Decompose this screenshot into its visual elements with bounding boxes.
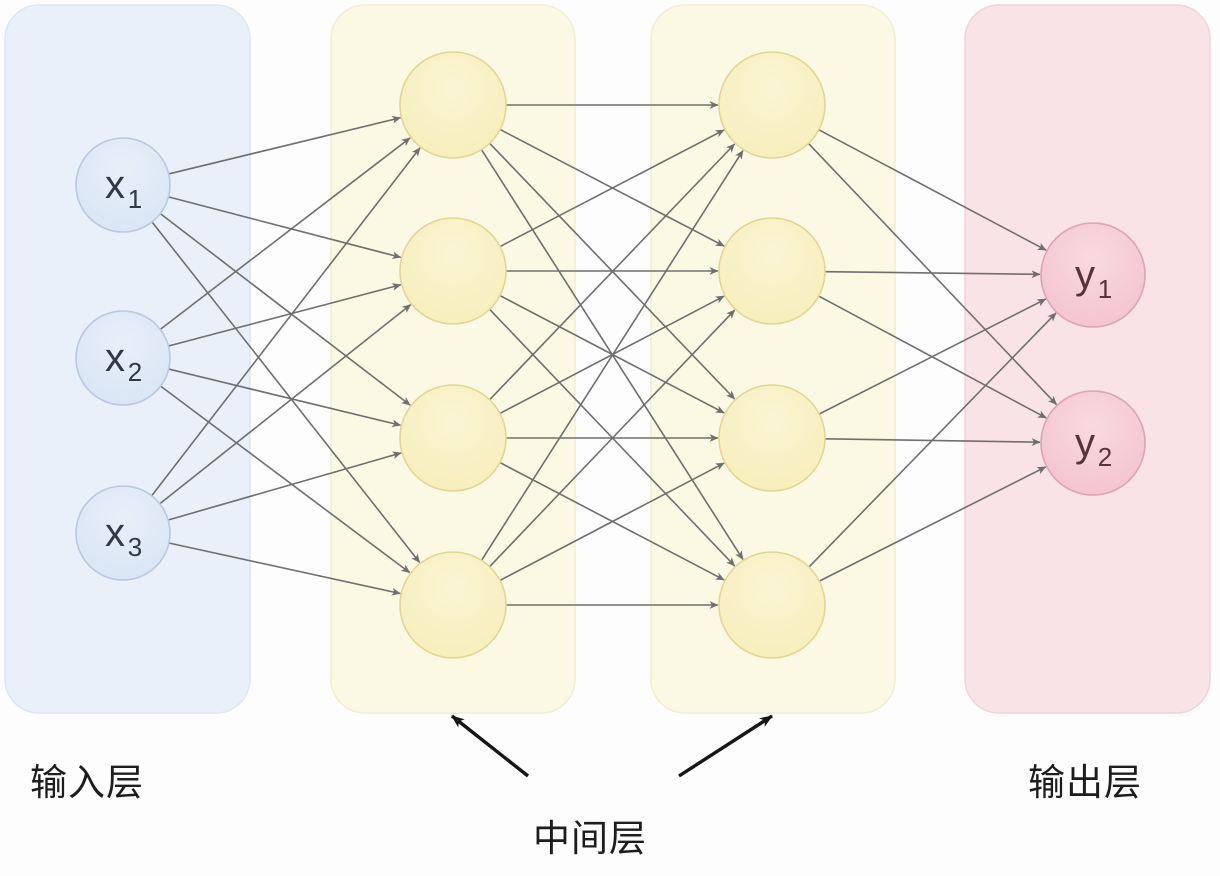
connection-edge — [167, 451, 402, 521]
neuron-label-subscript: 1 — [128, 184, 142, 214]
connection-edge — [160, 385, 411, 574]
neuron-highlight — [720, 386, 824, 490]
neuron-label: y — [1075, 253, 1095, 297]
layer-panels — [4, 4, 1211, 714]
neuron-hidden2-4[interactable] — [718, 551, 826, 659]
connection-edge — [807, 142, 1058, 406]
neuron-label-subscript: 2 — [128, 357, 142, 387]
neuron-highlight — [401, 553, 505, 657]
output-panel — [964, 4, 1211, 714]
connection-edge — [824, 270, 1041, 279]
connection-edge — [489, 309, 736, 568]
neuron-highlight — [720, 553, 824, 657]
neuron-label-subscript: 1 — [1098, 274, 1112, 304]
connection-edge — [818, 466, 1047, 582]
neuron-highlight — [401, 219, 505, 323]
connection-edge — [168, 196, 402, 260]
connection-edge — [168, 368, 402, 428]
connection-edge — [168, 542, 401, 596]
callout-arrows — [450, 714, 773, 778]
neuron-highlight — [1042, 224, 1144, 326]
neuron-highlight — [401, 386, 505, 490]
hidden2-callout-arrow — [678, 714, 773, 778]
neuron-highlight — [77, 312, 169, 404]
connection-edge — [168, 283, 402, 347]
neuron-hidden1-3[interactable] — [399, 384, 507, 492]
neuron-hidden1-2[interactable] — [399, 217, 507, 325]
neuron-label: x — [105, 336, 125, 380]
neuron-hidden1-1[interactable] — [399, 51, 507, 159]
connection-edge — [499, 462, 725, 582]
neuron-highlight — [77, 487, 169, 579]
neuron-highlight — [401, 53, 505, 157]
hidden1-panel — [330, 4, 576, 714]
connection-edge — [151, 221, 421, 564]
input-layer-label: 输入层 — [30, 762, 144, 803]
neuron-label: x — [105, 511, 125, 555]
connection-edge — [159, 137, 411, 331]
neuron-label: x — [105, 163, 125, 207]
hidden-layer-label: 中间层 — [533, 818, 647, 859]
connection-edge — [489, 143, 736, 401]
neuron-label-subscript: 3 — [128, 532, 142, 562]
hidden2-panel — [650, 4, 896, 714]
neuron-hidden2-1[interactable] — [718, 51, 826, 159]
neuron-highlight — [720, 219, 824, 323]
neuron-hidden2-2[interactable] — [718, 217, 826, 325]
neuron-highlight — [77, 139, 169, 231]
neuron-label-subscript: 2 — [1098, 442, 1112, 472]
connection-edge — [159, 303, 412, 505]
output-layer-label: 输出层 — [1028, 762, 1142, 803]
neuron-hidden2-3[interactable] — [718, 384, 826, 492]
connection-edge — [159, 212, 411, 406]
connection-edge — [818, 129, 1047, 251]
connection-edge — [499, 129, 725, 248]
connection-edge — [480, 150, 744, 561]
neuron-hidden1-4[interactable] — [399, 551, 507, 659]
connection-edge — [808, 312, 1057, 568]
connection-edge — [151, 147, 421, 497]
neuron-highlight — [1042, 392, 1144, 494]
connection-edge — [818, 298, 1047, 415]
connection-edge — [168, 115, 402, 175]
hidden1-callout-arrow — [450, 714, 530, 778]
connection-edges — [151, 101, 1058, 609]
neuron-highlight — [720, 53, 824, 157]
neuron-label: y — [1075, 421, 1095, 465]
